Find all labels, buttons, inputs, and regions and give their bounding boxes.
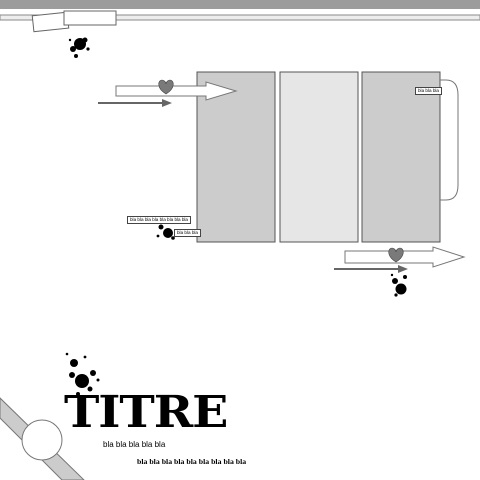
ink-splatter-icon-2 [390, 273, 407, 297]
corner-circle [21, 419, 63, 461]
photo-block-2[interactable] [279, 71, 359, 243]
bracket-shape [440, 79, 459, 201]
subtitle: bla bla bla bla bla [103, 440, 166, 449]
tag-rectangle-tilted [31, 11, 70, 33]
ink-splatter-icon [68, 37, 90, 58]
heart-icon-2 [388, 247, 404, 263]
ink-splatter-icon-3 [156, 224, 175, 240]
arrow-icon [115, 81, 238, 101]
tag-rectangle [63, 10, 117, 26]
top-band [0, 0, 480, 9]
label-top-right: bla bla bla [415, 87, 442, 95]
page-title: TITRE [64, 387, 228, 438]
heart-icon [158, 79, 174, 95]
ink-splatter-icon-4 [65, 352, 100, 396]
label-left-short: bla bla bla [174, 229, 201, 237]
thin-arrow-head [162, 99, 172, 107]
top-band-line [0, 14, 480, 21]
arrow-icon-2 [344, 246, 466, 268]
label-left-long: bla bla bla bla bla bla bla bla [127, 216, 191, 224]
photo-block-3[interactable] [361, 71, 441, 243]
thin-arrow-head-2 [398, 265, 408, 273]
photo-block-1[interactable] [196, 71, 276, 243]
caption: bla bla bla bla bla bla bla bla bla [137, 457, 247, 466]
